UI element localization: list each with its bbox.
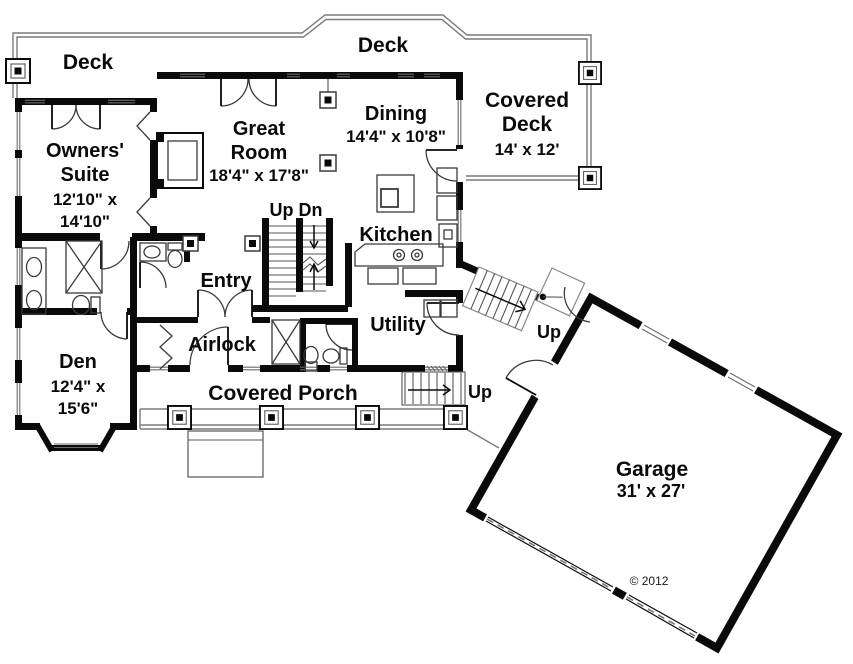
dims-owners-suite-2: 14'10" <box>60 212 110 231</box>
toilet <box>322 348 340 364</box>
dims-dining: 14'4" x 10'8" <box>346 127 446 146</box>
label-deck-left: Deck <box>63 51 114 74</box>
copyright-text: © 2012 <box>630 574 669 588</box>
dims-den-2: 15'6" <box>58 399 98 418</box>
label-dining: Dining <box>365 103 427 125</box>
porch-post-icon <box>259 405 284 430</box>
label-stairs-main: Up Dn <box>270 200 323 220</box>
house-walls <box>15 72 463 453</box>
dims-den-1: 12'4" x <box>51 377 106 396</box>
garage-windows <box>641 324 756 392</box>
label-utility: Utility <box>370 314 426 336</box>
doors <box>51 78 554 396</box>
deck-post-icon <box>5 58 31 84</box>
label-entry: Entry <box>200 270 252 292</box>
garage-structure <box>465 292 843 654</box>
garage-entry-door-arc <box>563 286 591 323</box>
fixtures <box>21 79 458 372</box>
kitchen-island <box>376 174 415 213</box>
label-great-room-2: Room <box>231 142 288 164</box>
label-stairs-porch: Up <box>468 382 492 402</box>
label-great-room-1: Great <box>233 118 286 140</box>
label-owners-suite-2: Suite <box>61 164 110 186</box>
porch-post-icon <box>443 405 468 430</box>
label-garage: Garage <box>616 458 688 481</box>
deck-outlines <box>12 14 592 181</box>
porch-steps <box>187 430 264 478</box>
label-owners-suite-1: Owners' <box>46 140 124 162</box>
porch-post-icon <box>167 405 192 430</box>
deck-post-icon <box>578 166 602 190</box>
powder-room-fixtures <box>139 242 183 269</box>
suite-closet-door <box>136 197 151 227</box>
garage-door-openings <box>485 516 698 639</box>
deck-post-icon <box>578 61 602 85</box>
stairs-main <box>269 225 327 297</box>
fireplace <box>156 132 204 189</box>
label-covered-deck-1: Covered <box>485 89 569 112</box>
dims-owners-suite-1: 12'10" x <box>53 190 118 209</box>
labels: Deck Deck Covered Deck 14' x 12' Owners'… <box>46 34 688 588</box>
suite-closet-door <box>136 111 151 141</box>
windows <box>16 73 462 449</box>
covered-porch-structure <box>139 371 500 478</box>
column-posts <box>182 79 337 252</box>
porch-post-icon <box>355 405 380 430</box>
half-bath-fixtures <box>303 345 348 372</box>
dims-covered-deck: 14' x 12' <box>495 140 560 159</box>
label-covered-deck-2: Deck <box>502 113 553 136</box>
toilet <box>167 249 183 269</box>
utility-appliances <box>423 299 458 318</box>
owners-bath-fixtures <box>21 240 103 316</box>
coat-closet <box>271 319 301 365</box>
dims-garage: 31' x 27' <box>617 481 686 501</box>
label-deck-top: Deck <box>358 34 409 57</box>
label-kitchen: Kitchen <box>359 224 432 246</box>
label-airlock: Airlock <box>188 334 257 356</box>
stair-landing <box>535 267 586 317</box>
stairs-garage <box>459 260 591 332</box>
airlock-closet-door <box>159 324 173 370</box>
toilet <box>71 294 91 316</box>
label-den: Den <box>59 351 97 373</box>
kitchen-counter <box>354 167 458 285</box>
stairs-porch <box>401 371 466 406</box>
shower <box>65 240 103 294</box>
label-stairs-garage: Up <box>537 322 561 342</box>
dims-great-room: 18'4" x 17'8" <box>209 166 309 185</box>
label-covered-porch: Covered Porch <box>208 382 357 405</box>
